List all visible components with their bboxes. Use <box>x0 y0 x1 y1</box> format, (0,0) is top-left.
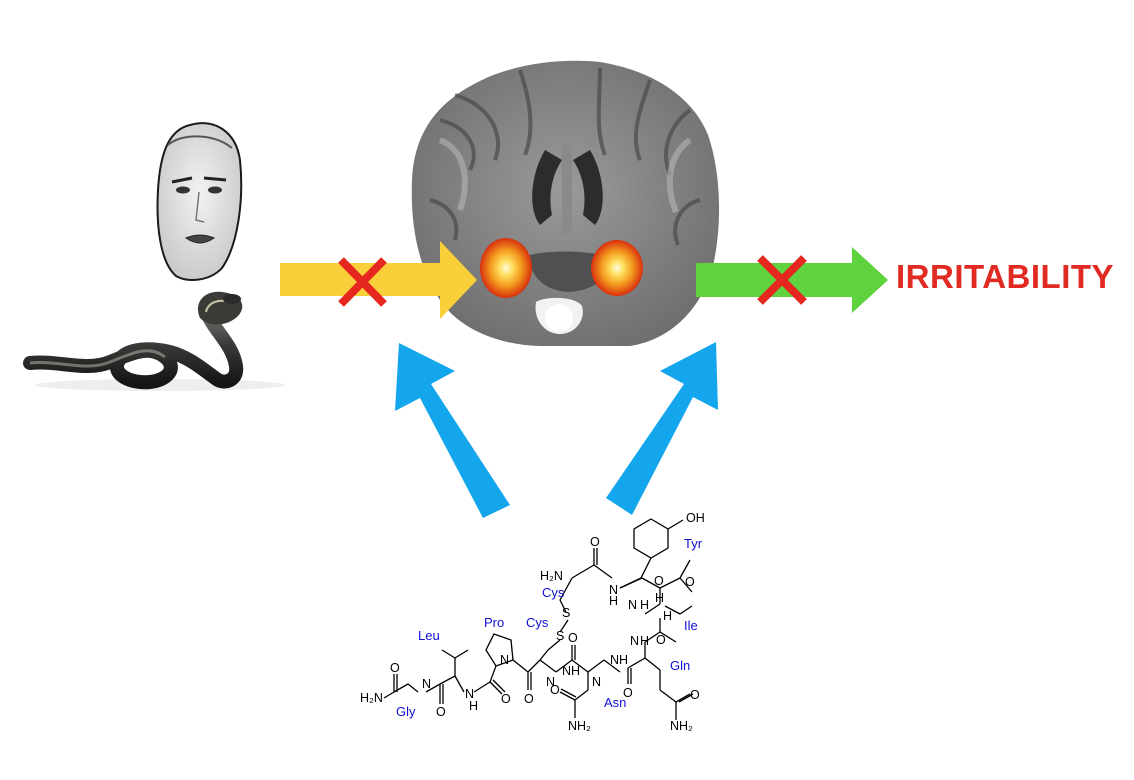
atom-n: N <box>546 675 555 689</box>
left-amygdala-activation <box>480 238 532 298</box>
atom-h2n-top: H₂N <box>540 569 563 583</box>
atom-o: O <box>436 705 446 719</box>
modulation-arrow-right <box>606 342 718 515</box>
atom-h: H <box>663 609 672 623</box>
atom-o: O <box>685 575 695 589</box>
atom-n: N <box>592 675 601 689</box>
atom-n: N <box>628 598 637 612</box>
atom-h2n-gly: H₂N <box>360 691 383 705</box>
amino-acid-pro: Pro <box>484 615 504 630</box>
atom-o: O <box>690 688 700 702</box>
atom-n-pro: N <box>500 653 509 667</box>
atom-o: O <box>590 535 600 549</box>
atom-h: H <box>469 699 478 713</box>
amino-acid-cys-top: Cys <box>542 585 565 600</box>
atom-h: H <box>619 653 628 667</box>
angry-face-photo <box>156 122 243 281</box>
atom-h: H <box>640 634 649 648</box>
atom-o: O <box>390 661 400 675</box>
atom-nh2-asn: NH₂ <box>568 719 591 733</box>
amino-acid-ile: Ile <box>684 618 698 633</box>
red-x-icon <box>757 255 807 305</box>
atom-o: O <box>656 633 666 647</box>
atom-o: O <box>654 574 664 588</box>
atom-o: O <box>501 692 511 706</box>
amino-acid-leu: Leu <box>418 628 440 643</box>
atom-o: O <box>568 631 578 645</box>
amino-acid-asn: Asn <box>604 695 626 710</box>
atom-n: N <box>422 677 431 691</box>
atom-h: H <box>640 598 649 612</box>
atom-o: O <box>550 683 560 697</box>
atom-o: O <box>524 692 534 706</box>
atom-n: N <box>562 664 571 678</box>
brain-mri-coronal-slice <box>411 60 720 347</box>
amino-acid-cys-mid: Cys <box>526 615 549 630</box>
oxytocin-structure: OH H₂N O N H O N H H H S S O N H N H O O… <box>360 511 705 733</box>
red-x-icon <box>338 257 387 307</box>
atom-n: N <box>630 634 639 648</box>
atom-nh2-gln: NH₂ <box>670 719 693 733</box>
amino-acid-gln: Gln <box>670 658 690 673</box>
atom-h: H <box>609 594 618 608</box>
atom-n: N <box>465 687 474 701</box>
atom-n: N <box>609 583 618 597</box>
atom-n: N <box>610 653 619 667</box>
outcome-label: IRRITABILITY <box>896 258 1115 295</box>
atom-h: H <box>571 664 580 678</box>
atom-h: H <box>655 591 664 605</box>
atom-oh: OH <box>686 511 705 525</box>
cobra-photo <box>23 291 285 391</box>
input-arrow <box>280 241 477 319</box>
atom-s: S <box>562 606 570 620</box>
atom-s: S <box>556 629 564 643</box>
right-amygdala-activation <box>591 240 643 296</box>
atom-o: O <box>623 686 633 700</box>
output-arrow <box>696 247 888 313</box>
amino-acid-gly: Gly <box>396 704 416 719</box>
amino-acid-tyr: Tyr <box>684 536 703 551</box>
modulation-arrow-left <box>395 343 510 518</box>
